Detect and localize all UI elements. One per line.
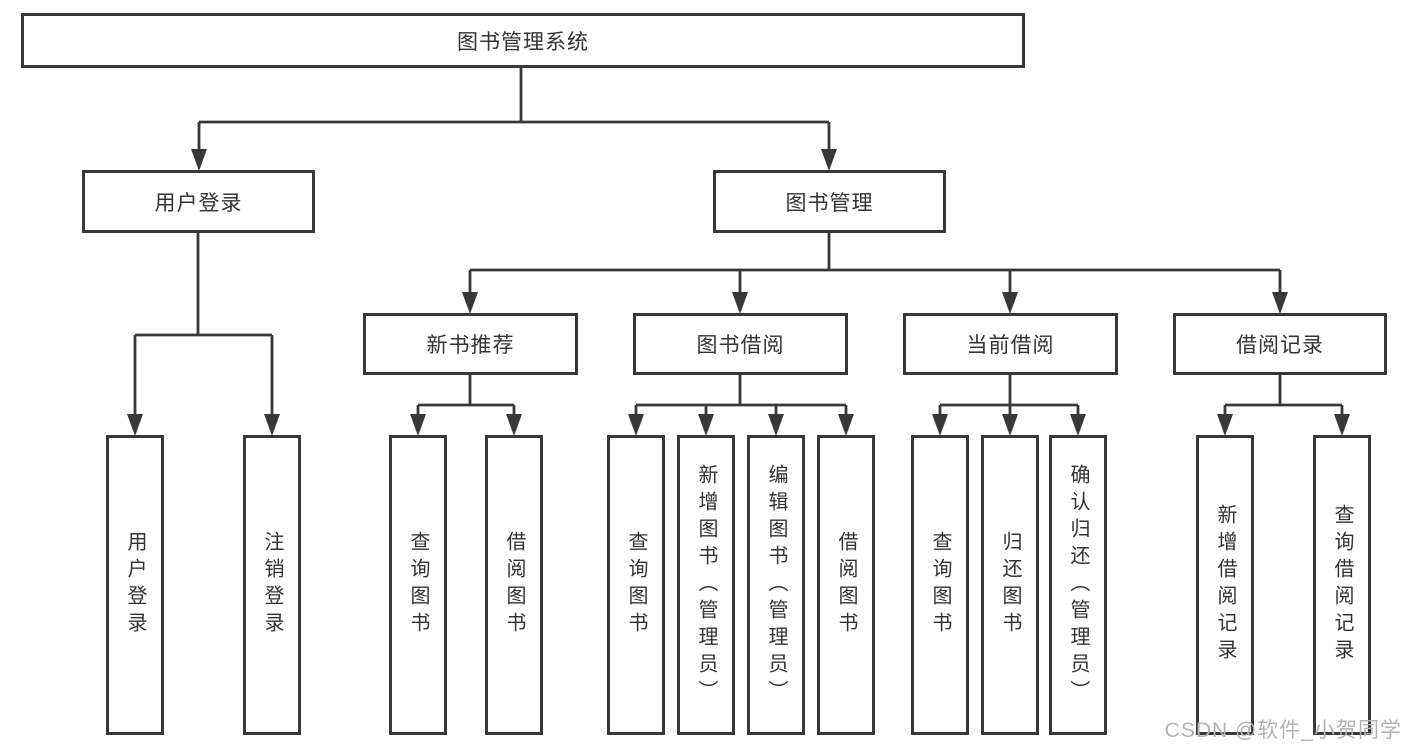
- leaf-query-borrow-record: 查询借阅记录: [1313, 435, 1371, 735]
- connector-borrow-record-children: [1217, 375, 1350, 436]
- node-borrow-record-label: 借阅记录: [1236, 334, 1324, 357]
- node-book-borrow-label: 图书借阅: [696, 334, 785, 357]
- node-new-book-recommend: 新书推荐: [363, 313, 578, 375]
- node-new-book-recommend-label: 新书推荐: [426, 334, 515, 357]
- leaf-query-book-2: 查询图书: [607, 435, 665, 735]
- arrow-down-icon: [628, 414, 644, 436]
- node-user-login-label: 用户登录: [154, 191, 243, 215]
- csdn-watermark: CSDN @软件_小贺同学: [1164, 719, 1402, 742]
- leaf-return-book-label: 归还图书: [999, 531, 1021, 639]
- arrow-down-icon: [1070, 414, 1086, 436]
- leaf-query-book-3-label: 查询图书: [929, 531, 951, 639]
- arrow-down-icon: [191, 149, 207, 171]
- node-book-management-label: 图书管理: [785, 191, 874, 215]
- node-root-label: 图书管理系统: [457, 30, 589, 54]
- leaf-user-login-label: 用户登录: [124, 531, 146, 639]
- leaf-confirm-return-admin: 确认归还（管理员）: [1049, 435, 1107, 735]
- arrow-down-icon: [698, 414, 714, 436]
- connector-user-login-children: [127, 233, 280, 436]
- node-book-management: 图书管理: [713, 170, 946, 233]
- arrow-down-icon: [264, 414, 280, 436]
- leaf-edit-book-admin-label: 编辑图书（管理员）: [765, 463, 787, 707]
- node-root: 图书管理系统: [21, 13, 1025, 68]
- leaf-return-book: 归还图书: [981, 435, 1039, 735]
- node-book-borrow: 图书借阅: [633, 313, 848, 375]
- leaf-add-borrow-record: 新增借阅记录: [1196, 435, 1254, 735]
- connector-current-borrow-children: [932, 375, 1086, 436]
- leaf-borrow-book-1: 借阅图书: [485, 435, 543, 735]
- arrow-down-icon: [1334, 414, 1350, 436]
- leaf-logout-label: 注销登录: [261, 531, 283, 639]
- node-current-borrow: 当前借阅: [903, 313, 1118, 375]
- connector-root-to-level2: [191, 68, 837, 171]
- arrow-down-icon: [1217, 414, 1233, 436]
- node-current-borrow-label: 当前借阅: [966, 334, 1055, 357]
- leaf-query-book-1-label: 查询图书: [407, 531, 429, 639]
- leaf-edit-book-admin: 编辑图书（管理员）: [747, 435, 805, 735]
- leaf-query-book-2-label: 查询图书: [625, 531, 647, 639]
- arrow-down-icon: [462, 292, 478, 314]
- leaf-logout: 注销登录: [243, 435, 301, 735]
- leaf-query-borrow-record-label: 查询借阅记录: [1331, 504, 1353, 666]
- arrow-down-icon: [127, 414, 143, 436]
- arrow-down-icon: [1002, 414, 1018, 436]
- arrow-down-icon: [1272, 292, 1288, 314]
- connector-book-mgmt-to-level3: [462, 233, 1288, 314]
- leaf-confirm-return-admin-label: 确认归还（管理员）: [1067, 463, 1089, 707]
- leaf-borrow-book-2: 借阅图书: [817, 435, 875, 735]
- leaf-add-borrow-record-label: 新增借阅记录: [1214, 504, 1236, 666]
- arrow-down-icon: [506, 414, 522, 436]
- connector-book-borrow-children: [628, 375, 854, 436]
- leaf-query-book-3: 查询图书: [911, 435, 969, 735]
- leaf-borrow-book-2-label: 借阅图书: [835, 531, 857, 639]
- arrow-down-icon: [768, 414, 784, 436]
- arrow-down-icon: [838, 414, 854, 436]
- node-borrow-record: 借阅记录: [1173, 313, 1387, 375]
- arrow-down-icon: [732, 292, 748, 314]
- leaf-add-book-admin-label: 新增图书（管理员）: [695, 463, 717, 707]
- arrow-down-icon: [932, 414, 948, 436]
- node-user-login: 用户登录: [82, 170, 315, 233]
- leaf-borrow-book-1-label: 借阅图书: [503, 531, 525, 639]
- arrow-down-icon: [410, 414, 426, 436]
- arrow-down-icon: [1002, 292, 1018, 314]
- leaf-add-book-admin: 新增图书（管理员）: [677, 435, 735, 735]
- leaf-user-login: 用户登录: [106, 435, 164, 735]
- arrow-down-icon: [821, 149, 837, 171]
- connector-new-book-children: [410, 375, 522, 436]
- leaf-query-book-1: 查询图书: [389, 435, 447, 735]
